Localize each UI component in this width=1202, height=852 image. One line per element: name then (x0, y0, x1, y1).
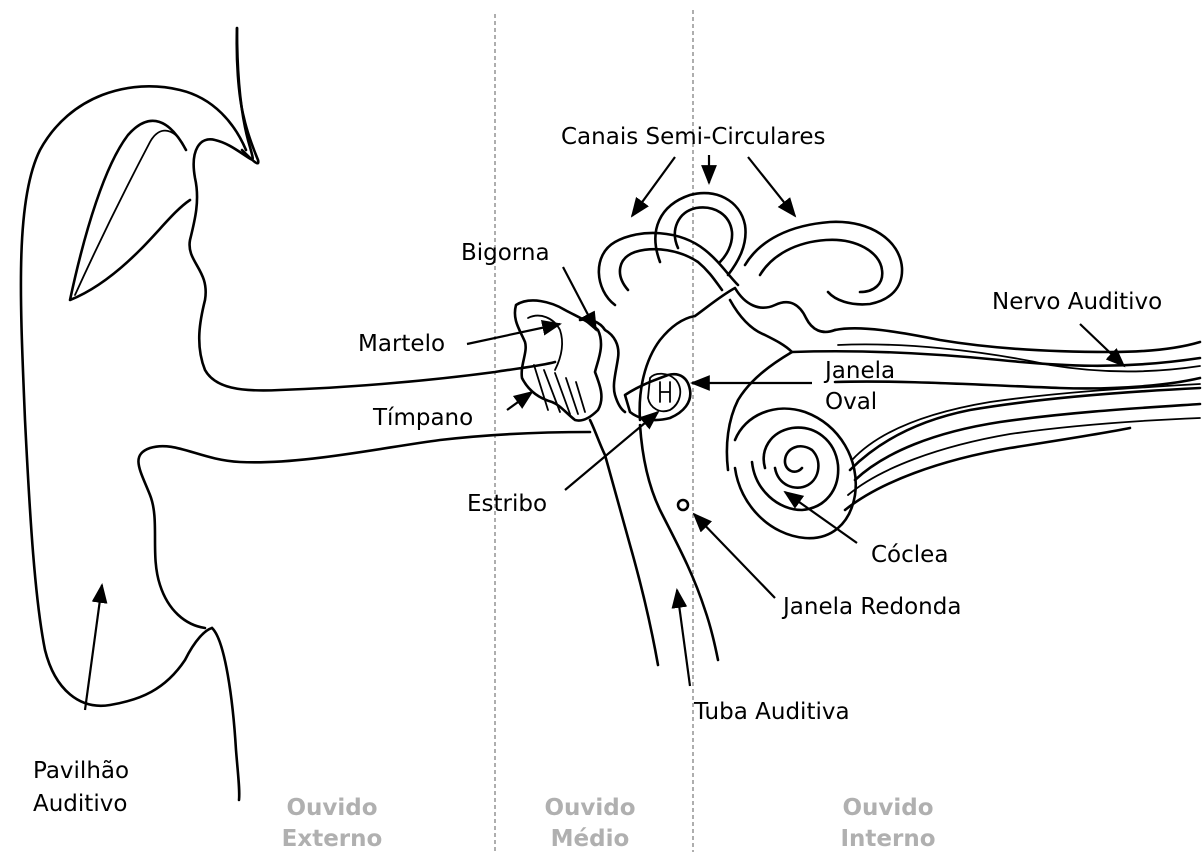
pinna-drawing (21, 28, 590, 800)
region-labels: Ouvido Externo Ouvido Médio Ouvido Inter… (282, 795, 936, 852)
middle-ear-drawing (515, 301, 718, 665)
region-medio-line2: Médio (551, 826, 630, 852)
region-medio-line1: Ouvido (544, 795, 635, 821)
pointer-arrows (85, 155, 1124, 710)
arrow-tuba (677, 590, 690, 686)
label-tuba: Tuba Auditiva (693, 699, 850, 725)
label-pavilhao-line2: Auditivo (33, 791, 127, 817)
region-externo-line2: Externo (282, 826, 383, 852)
arrow-janela-redonda (694, 514, 775, 598)
label-estribo: Estribo (467, 491, 547, 517)
label-janela-oval-line2: Oval (825, 389, 877, 415)
label-nervo: Nervo Auditivo (992, 289, 1162, 315)
label-janela-oval-line1: Janela (823, 358, 895, 384)
region-interno-line2: Interno (840, 826, 935, 852)
arrow-canais-right (748, 157, 795, 216)
label-coclea: Cóclea (871, 542, 948, 568)
label-canais: Canais Semi-Circulares (561, 124, 826, 150)
arrow-pavilhao (85, 585, 102, 710)
arrow-timpano (507, 392, 532, 410)
arrow-nervo (1080, 324, 1124, 366)
anatomy-labels: Canais Semi-Circulares Bigorna Martelo T… (33, 124, 1162, 817)
label-pavilhao-line1: Pavilhão (33, 758, 129, 784)
arrow-martelo (467, 324, 560, 344)
region-interno-line1: Ouvido (842, 795, 933, 821)
label-martelo: Martelo (358, 331, 445, 357)
label-timpano: Tímpano (372, 405, 473, 431)
label-janela-redonda: Janela Redonda (781, 594, 961, 620)
inner-ear-drawing (599, 193, 1200, 538)
region-externo-line1: Ouvido (286, 795, 377, 821)
label-bigorna: Bigorna (461, 240, 550, 266)
